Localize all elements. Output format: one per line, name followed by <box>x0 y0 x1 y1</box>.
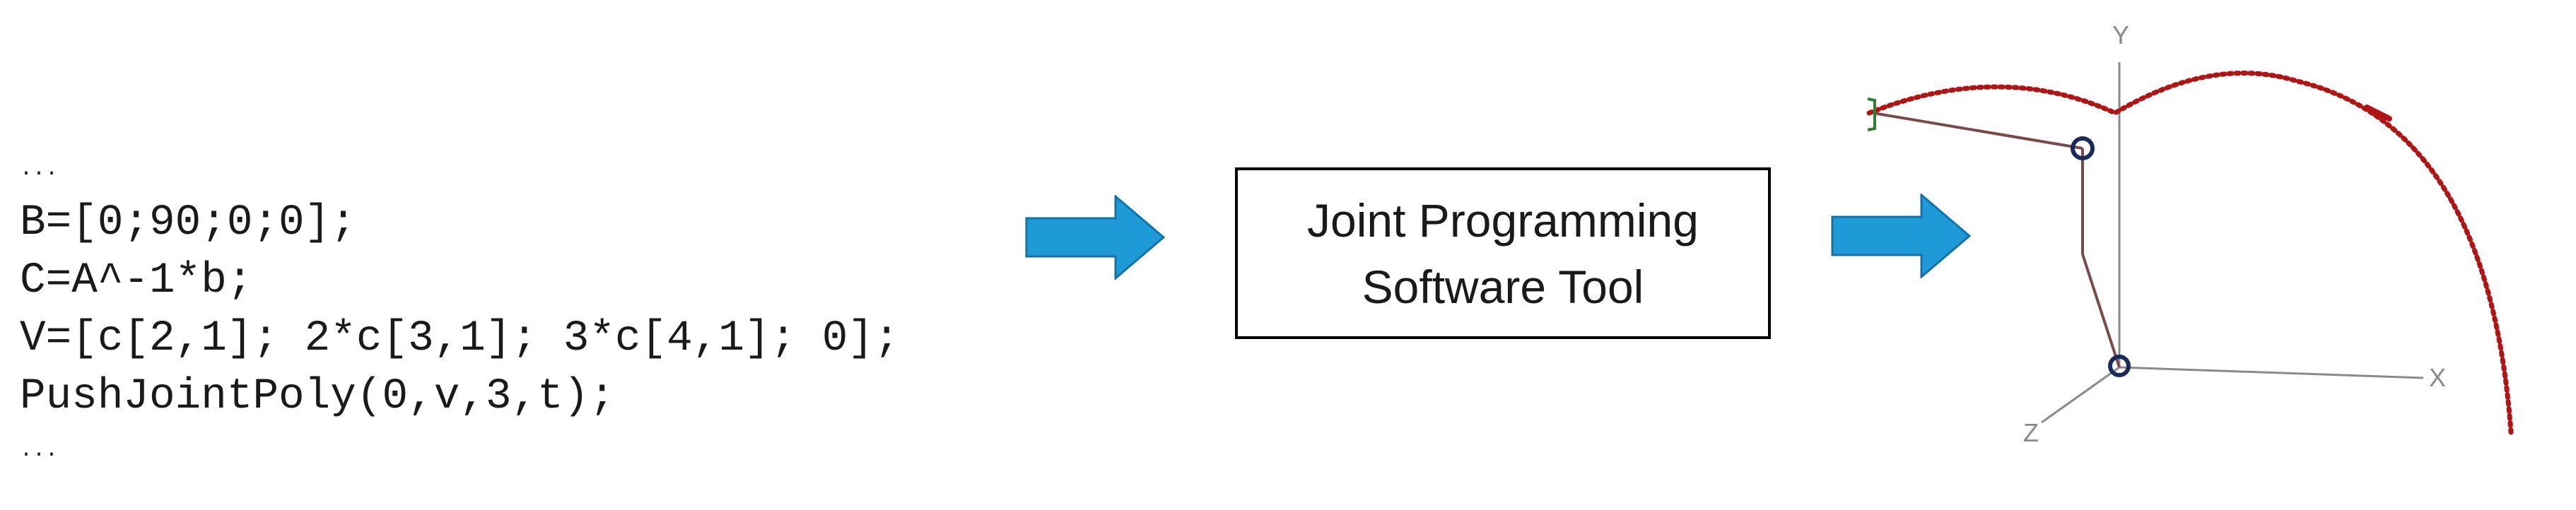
z-axis-label: Z <box>2023 418 2039 447</box>
trajectory-path <box>1866 71 2514 435</box>
arrow-right-icon <box>1831 194 1972 278</box>
arrow-right-icon <box>1025 195 1166 280</box>
arm-link <box>1873 112 2083 150</box>
elbow-joint-icon <box>2071 136 2095 160</box>
software-tool-box: Joint Programming Software Tool <box>1235 167 1771 339</box>
tool-label-line-1: Joint Programming <box>1307 194 1699 247</box>
y-axis-label: Y <box>2112 20 2129 49</box>
code-ellipsis-top: ... <box>20 158 59 182</box>
x-axis-line <box>2119 366 2424 379</box>
code-line: B=[0;90;0;0]; <box>20 198 356 247</box>
arm-link <box>2081 254 2121 368</box>
code-snippet: ... B=[0;90;0;0]; C=A^-1*b; V=[c[2,1]; 2… <box>20 145 1080 475</box>
code-ellipsis-bottom: ... <box>20 439 59 463</box>
tool-label-line-2: Software Tool <box>1362 260 1644 313</box>
code-line: PushJointPoly(0,v,3,t); <box>20 372 615 421</box>
x-axis-label: X <box>2429 363 2446 392</box>
code-line: C=A^-1*b; <box>20 256 253 305</box>
trajectory-segment <box>2364 105 2392 121</box>
code-line: V=[c[2,1]; 2*c[3,1]; 3*c[4,1]; 0]; <box>20 314 900 363</box>
z-axis-line <box>2041 366 2120 424</box>
end-effector-icon <box>1867 97 1876 131</box>
robot-arm-plot: Y X Z <box>1866 20 2514 447</box>
base-joint-icon <box>2108 355 2131 377</box>
